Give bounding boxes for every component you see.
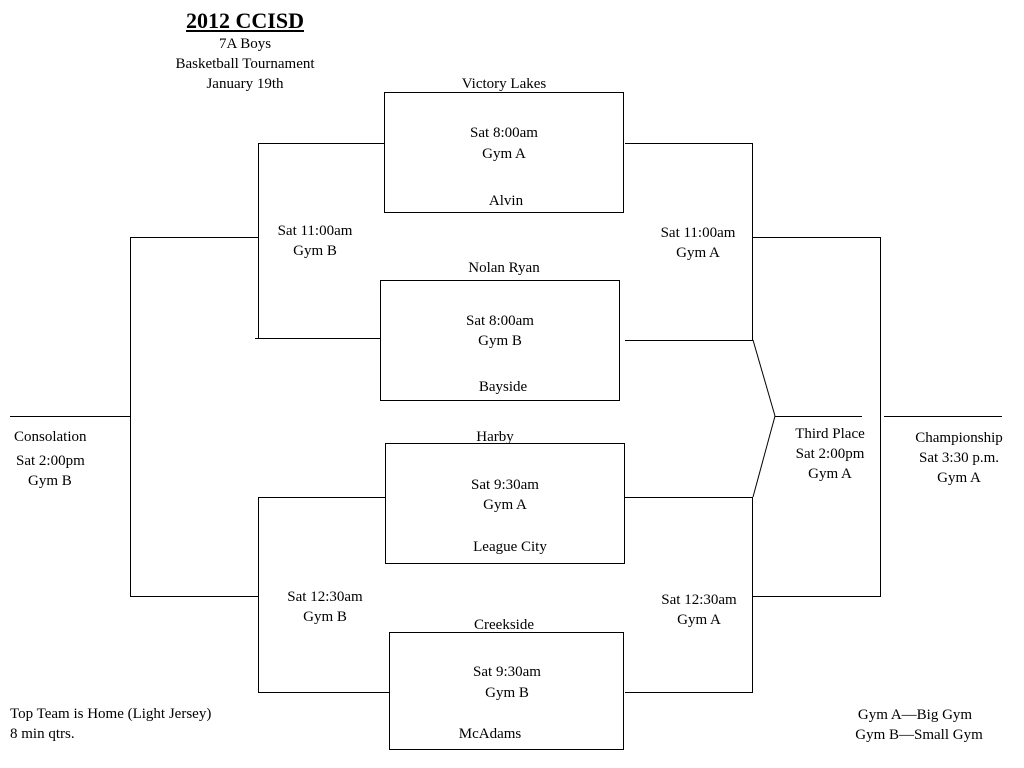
bracket-line bbox=[130, 237, 258, 238]
game-box-1 bbox=[384, 92, 624, 213]
quarters-note: 8 min qtrs. bbox=[10, 726, 75, 742]
game-box-3 bbox=[385, 443, 625, 564]
upper-winners-gym: Gym A bbox=[676, 245, 720, 261]
bracket-line bbox=[752, 415, 776, 498]
game4-top-team: Creekside bbox=[474, 617, 534, 633]
tournament-header: 2012 CCISD 7A Boys Basketball Tournament… bbox=[140, 8, 350, 94]
lower-consolation-game: Sat 12:30am Gym B bbox=[270, 587, 380, 627]
header-division: 7A Boys bbox=[218, 36, 272, 52]
game1-bottom-team: Alvin bbox=[488, 193, 524, 209]
championship-time: Sat 3:30 p.m. bbox=[918, 450, 999, 466]
gym-a-legend: Gym A—Big Gym bbox=[857, 707, 973, 723]
bracket-line bbox=[10, 416, 130, 417]
bracket-line bbox=[752, 339, 776, 417]
lower-consolation-gym: Gym B bbox=[303, 609, 347, 625]
bracket-line bbox=[752, 497, 753, 692]
third-place-gym: Gym A bbox=[808, 466, 852, 482]
game3-gym: Gym A bbox=[483, 497, 527, 513]
bracket-line bbox=[258, 497, 259, 692]
consolation-time: Sat 2:00pm bbox=[16, 453, 85, 469]
upper-consolation-gym: Gym B bbox=[293, 243, 337, 259]
upper-winners-time: Sat 11:00am bbox=[660, 225, 736, 241]
game3-top-team: Harby bbox=[476, 429, 514, 445]
third-place-time: Sat 2:00pm bbox=[795, 446, 865, 462]
game4-time: Sat 9:30am bbox=[473, 664, 541, 680]
bracket-line bbox=[258, 692, 389, 693]
bracket-line bbox=[130, 237, 131, 596]
third-place-game: Third Place Sat 2:00pm Gym A bbox=[776, 424, 884, 484]
game2-time: Sat 8:00am bbox=[466, 313, 534, 329]
bracket-line bbox=[625, 143, 753, 144]
gym-legend: Gym A—Big Gym Gym B—Small Gym bbox=[842, 705, 996, 745]
third-place-label: Third Place bbox=[795, 426, 865, 442]
upper-consolation-time: Sat 11:00am bbox=[277, 223, 353, 239]
game2-top-team: Nolan Ryan bbox=[468, 260, 540, 276]
game1-top-team: Victory Lakes bbox=[461, 76, 547, 92]
header-event: Basketball Tournament bbox=[175, 56, 315, 72]
consolation-label: Consolation bbox=[14, 429, 87, 445]
game2-gym: Gym B bbox=[478, 333, 522, 349]
page-title: 2012 CCISD bbox=[186, 8, 304, 33]
game2-bottom-team: Bayside bbox=[478, 379, 528, 395]
bracket-line bbox=[880, 237, 881, 596]
game4-bottom-team: McAdams bbox=[458, 726, 522, 742]
upper-winners-game: Sat 11:00am Gym A bbox=[643, 223, 753, 263]
championship-label: Championship bbox=[915, 430, 1003, 446]
lower-winners-game: Sat 12:30am Gym A bbox=[644, 590, 754, 630]
lower-winners-time: Sat 12:30am bbox=[661, 592, 737, 608]
bracket-line bbox=[884, 416, 1002, 417]
lower-winners-gym: Gym A bbox=[677, 612, 721, 628]
home-team-note: Top Team is Home (Light Jersey) bbox=[10, 706, 212, 722]
gym-b-legend: Gym B—Small Gym bbox=[855, 727, 983, 743]
bracket-line bbox=[775, 416, 862, 417]
bracket-line bbox=[130, 596, 258, 597]
consolation-gym: Gym B bbox=[28, 473, 72, 489]
bracket-line bbox=[625, 340, 753, 341]
game1-time: Sat 8:00am bbox=[470, 125, 538, 141]
game3-time: Sat 9:30am bbox=[471, 477, 539, 493]
bracket-line bbox=[753, 237, 881, 238]
header-date: January 19th bbox=[206, 76, 284, 92]
bracket-line bbox=[255, 338, 381, 339]
game-box-2 bbox=[380, 280, 620, 401]
lower-consolation-time: Sat 12:30am bbox=[287, 589, 363, 605]
bracket-line bbox=[625, 497, 753, 498]
game3-bottom-team: League City bbox=[473, 539, 547, 555]
game-box-4 bbox=[389, 632, 624, 750]
championship-gym: Gym A bbox=[937, 470, 981, 486]
bracket-line bbox=[752, 143, 753, 340]
upper-consolation-game: Sat 11:00am Gym B bbox=[262, 221, 368, 261]
bracket-line bbox=[625, 692, 753, 693]
game1-gym: Gym A bbox=[482, 146, 526, 162]
bracket-line bbox=[258, 497, 385, 498]
championship-game: Championship Sat 3:30 p.m. Gym A bbox=[904, 428, 1014, 488]
bracket-line bbox=[753, 596, 881, 597]
game4-gym: Gym B bbox=[485, 685, 529, 701]
bracket-line bbox=[258, 143, 385, 144]
bracket-line bbox=[258, 143, 259, 338]
